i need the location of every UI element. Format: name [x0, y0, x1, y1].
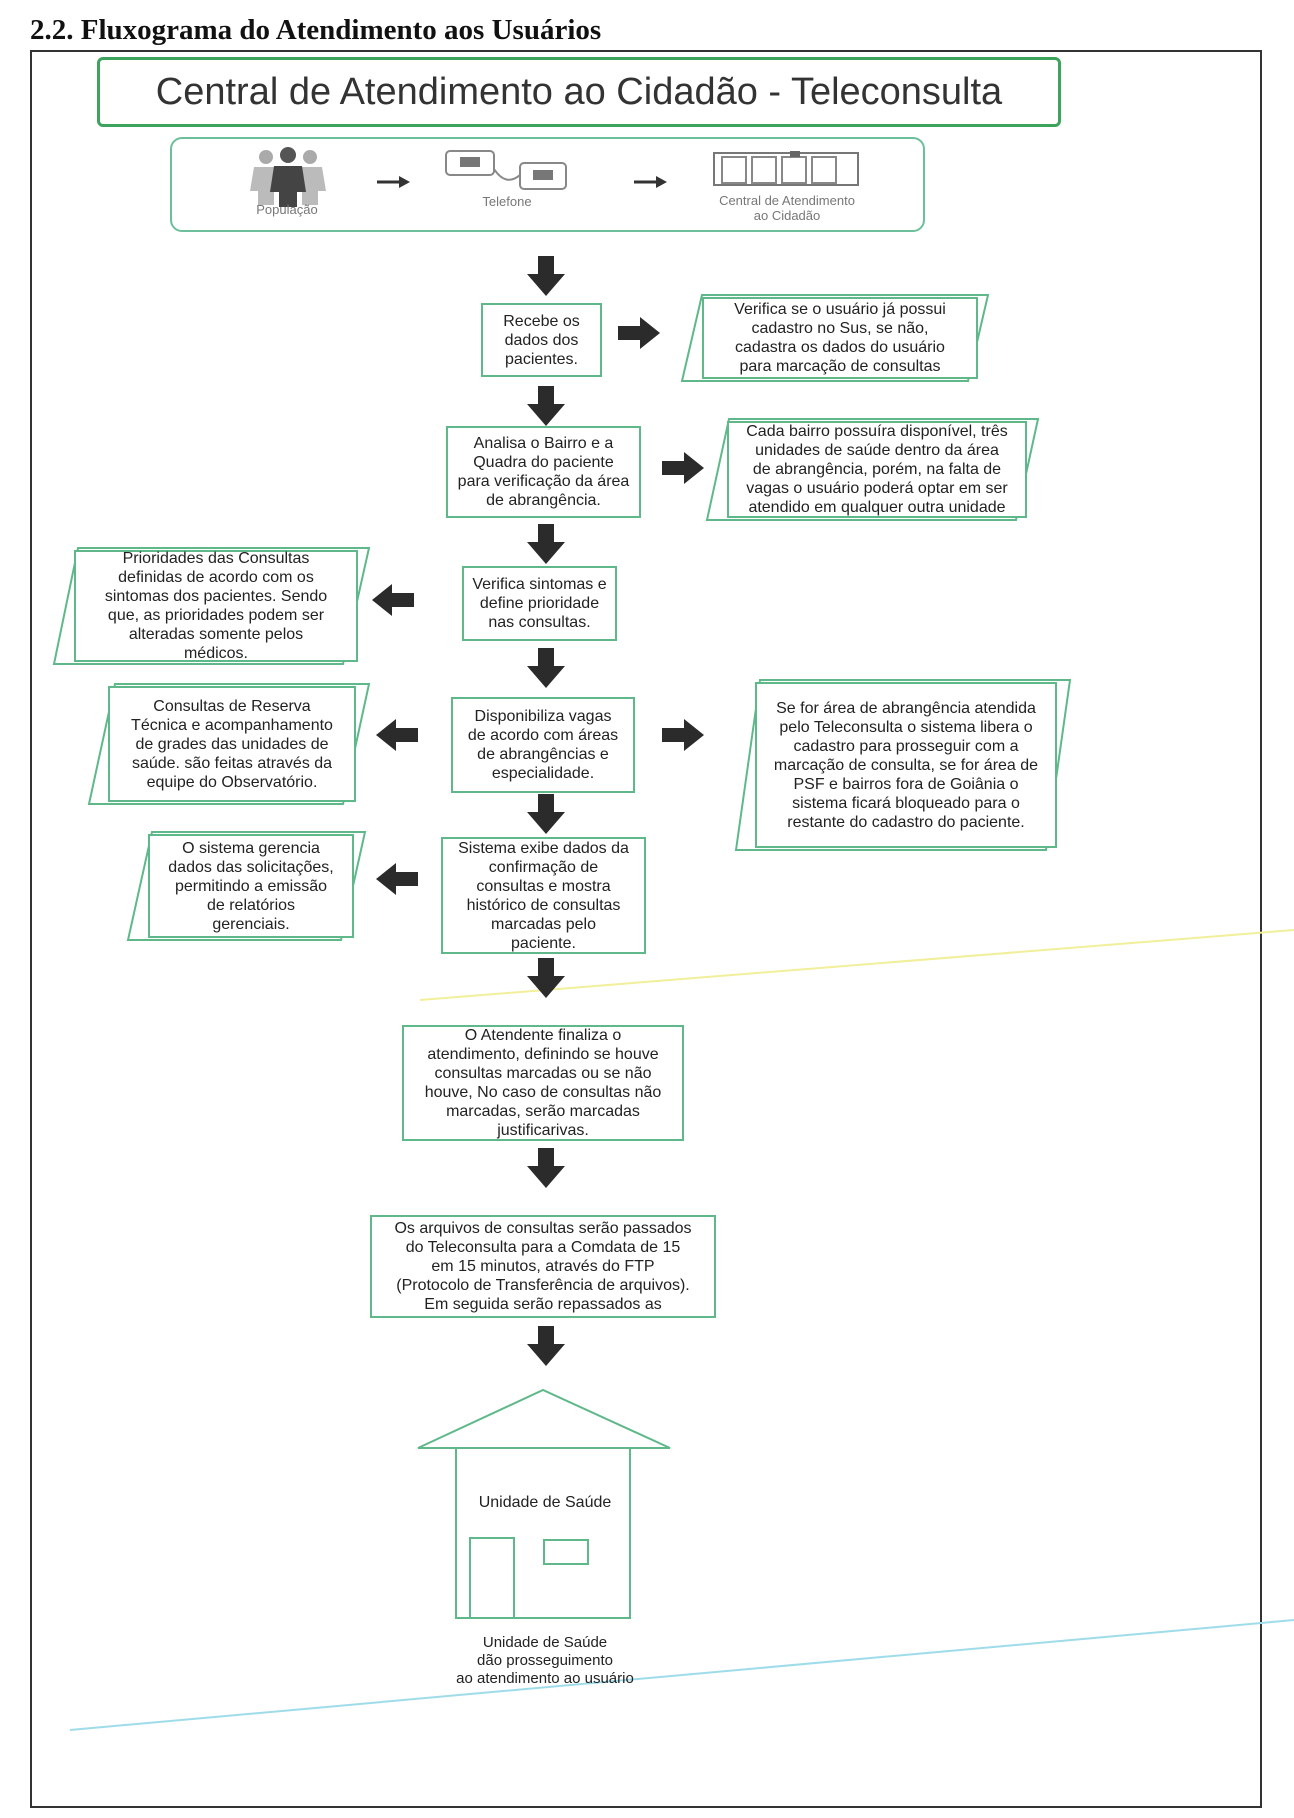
step-recebe-dados: Recebe os dados dos pacientes. — [481, 303, 602, 377]
people-icon — [250, 147, 326, 207]
house-icon — [417, 1388, 671, 1619]
right-arrow-icon — [634, 176, 667, 188]
step-sistema-exibe: Sistema exibe dados da confirmação de co… — [441, 837, 646, 954]
note-sistema-gerencia: O sistema gerencia dados das solicitaçõe… — [148, 834, 354, 938]
step-atendente-finaliza: O Atendente finaliza o atendimento, defi… — [402, 1025, 684, 1141]
telephone-icon — [445, 150, 567, 190]
house-caption: Unidade de Saúde dão prosseguimento ao a… — [456, 1634, 634, 1687]
telefone-label: Telefone — [482, 194, 532, 209]
note-area-abrangencia: Se for área de abrangência atendida pelo… — [755, 682, 1057, 848]
scan-line-cyan — [69, 1619, 1294, 1731]
populacao-label: População — [256, 202, 318, 217]
intro-banner: População Telefone Central de Atendiment… — [170, 137, 925, 232]
diagram-frame — [30, 50, 1262, 1808]
note-reserva-tecnica: Consultas de Reserva Técnica e acompanha… — [108, 686, 356, 802]
section-heading: 2.2. Fluxograma do Atendimento aos Usuár… — [30, 14, 602, 46]
note-prioridades: Prioridades das Consultas definidas de a… — [74, 550, 358, 662]
note-cada-bairro: Cada bairro possuíra disponível, três un… — [727, 421, 1027, 518]
scan-line-yellow — [419, 929, 1294, 1001]
step-disponibiliza-vagas: Disponibiliza vagas de acordo com áreas … — [451, 697, 635, 793]
right-arrow-icon — [377, 176, 410, 188]
central-label-1: Central de Atendimento — [719, 193, 855, 208]
step-analisa-bairro: Analisa o Bairro e a Quadra do paciente … — [446, 426, 641, 518]
step-arquivos-ftp: Os arquivos de consultas serão passados … — [370, 1215, 716, 1318]
central-label-2: ao Cidadão — [753, 208, 821, 223]
step-verifica-sintomas: Verifica sintomas e define prioridade na… — [462, 566, 617, 641]
note-verifica-sus: Verifica se o usuário já possui cadastro… — [702, 297, 978, 379]
call-center-icon — [713, 151, 859, 186]
house-label: Unidade de Saúde — [478, 1494, 612, 1511]
diagram-title: Central de Atendimento ao Cidadão - Tele… — [97, 57, 1061, 127]
